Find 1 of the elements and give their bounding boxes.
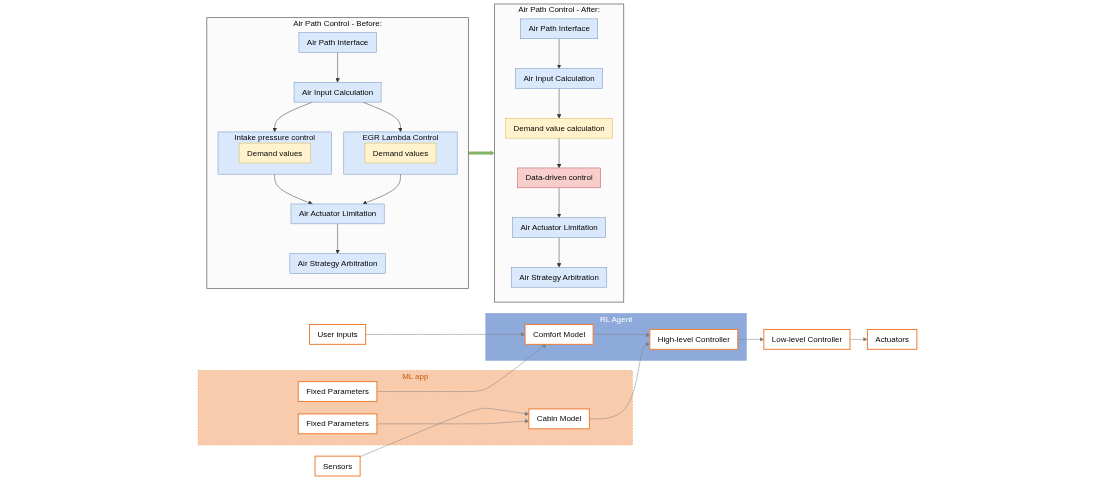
arrow — [468, 150, 495, 156]
